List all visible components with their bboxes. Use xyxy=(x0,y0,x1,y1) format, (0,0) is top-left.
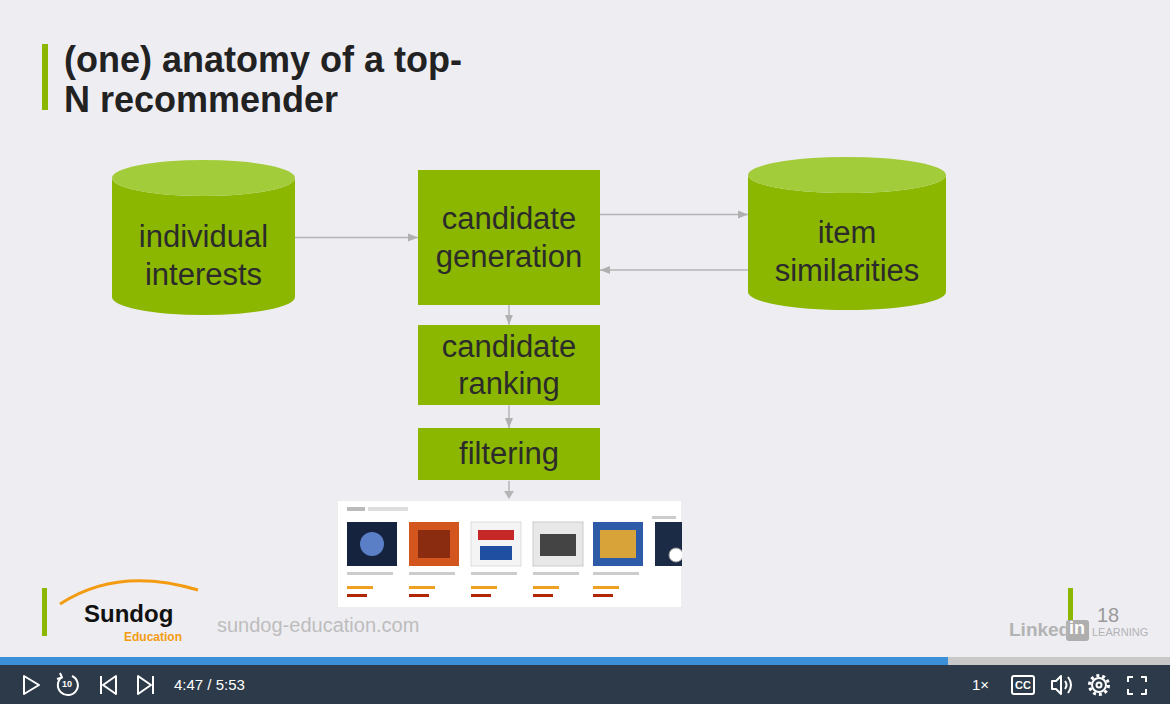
screenshot-text xyxy=(347,572,393,575)
playback-time: 4:47 / 5:53 xyxy=(174,677,245,694)
node-text-group: individual interests xyxy=(118,218,289,292)
rating-stars xyxy=(533,586,559,589)
node-text-group: filtering xyxy=(459,435,559,472)
screenshot-text xyxy=(533,572,579,575)
node-label: item similarities xyxy=(754,214,940,288)
data-store: individual interests xyxy=(112,160,295,315)
album-art xyxy=(478,530,514,540)
rating-stars xyxy=(471,586,497,589)
output-arrow xyxy=(508,481,510,492)
play-icon xyxy=(24,676,39,694)
watermark-badge xyxy=(1066,620,1089,641)
rating-stars xyxy=(409,586,435,589)
settings-hub xyxy=(1097,683,1102,688)
album-art xyxy=(600,530,636,558)
price-text xyxy=(533,594,553,597)
flow-arrow xyxy=(600,214,748,216)
screenshot-text xyxy=(593,572,639,575)
price-text xyxy=(409,594,429,597)
captions-text: CC xyxy=(1015,679,1031,691)
screenshot-text xyxy=(347,507,365,511)
price-text xyxy=(471,594,491,597)
captions-icon xyxy=(1012,676,1034,694)
album-art xyxy=(418,530,450,558)
slide-title: (one) anatomy of a top-N recommender xyxy=(64,40,484,120)
node-label: candidate generation xyxy=(424,200,594,274)
flow-arrow xyxy=(508,405,510,428)
price-text xyxy=(593,594,613,597)
output-arrowhead xyxy=(504,491,514,499)
watermark-text: Linked xyxy=(1009,620,1070,641)
footer-bar xyxy=(42,588,47,636)
album-art xyxy=(480,546,512,560)
flow-arrow xyxy=(600,269,748,271)
rating-stars xyxy=(593,586,619,589)
cylinder-body xyxy=(748,175,946,310)
album-art xyxy=(360,532,384,556)
node-text-group: candidate ranking xyxy=(424,328,594,402)
album-cover xyxy=(655,522,682,566)
album-cover xyxy=(533,522,583,566)
screenshot-text xyxy=(652,516,676,519)
price-text xyxy=(347,594,367,597)
flow-arrow xyxy=(295,237,418,239)
process-box: candidate generation xyxy=(418,170,600,305)
volume-waves xyxy=(1065,677,1071,693)
settings-teeth xyxy=(1090,676,1109,695)
settings-icon xyxy=(1092,678,1106,692)
node-label: candidate ranking xyxy=(424,328,594,402)
rewind-arrow xyxy=(57,673,62,679)
rating-stars xyxy=(347,586,373,589)
process-box: candidate ranking xyxy=(418,325,600,405)
flow-arrow xyxy=(508,305,510,325)
scroll-button xyxy=(669,548,682,562)
screenshot-text xyxy=(368,507,408,511)
node-label: filtering xyxy=(459,435,559,472)
title-bar xyxy=(42,44,48,110)
album-cover xyxy=(471,522,521,566)
album-cover xyxy=(347,522,397,566)
node-text-group: item similarities xyxy=(754,214,940,288)
recommendation-screenshot xyxy=(337,500,682,608)
logo-text: Sundog xyxy=(84,601,173,627)
screenshot-text xyxy=(471,572,517,575)
watermark-subtext: LEARNING xyxy=(1092,626,1148,638)
website-url: sundog-education.com xyxy=(217,614,419,636)
next-icon xyxy=(138,676,153,694)
logo-subtext: Education xyxy=(124,631,182,644)
rewind-seconds: 10 xyxy=(62,680,72,690)
slide-number: 18 xyxy=(1097,604,1119,626)
progress-remaining xyxy=(948,657,1170,665)
album-cover xyxy=(409,522,459,566)
player-icons xyxy=(24,673,1146,695)
screenshot-frame xyxy=(337,500,682,608)
cylinder-top xyxy=(112,160,295,196)
album-cover xyxy=(593,522,643,566)
control-bar xyxy=(0,665,1170,704)
screenshot-text xyxy=(409,572,455,575)
cylinder-body xyxy=(112,178,295,315)
fullscreen-icon xyxy=(1128,677,1146,694)
data-store: item similarities xyxy=(748,157,946,310)
node-text-group: candidate generation xyxy=(424,200,594,274)
previous-icon xyxy=(101,676,116,694)
process-box: filtering xyxy=(418,428,600,480)
playback-speed: 1× xyxy=(972,677,989,694)
watermark-badge-text: in xyxy=(1069,619,1085,639)
cylinder-top xyxy=(748,157,946,193)
volume-icon xyxy=(1052,676,1061,694)
progress-played xyxy=(0,657,948,665)
node-label: individual interests xyxy=(118,218,289,292)
album-art xyxy=(540,534,576,556)
